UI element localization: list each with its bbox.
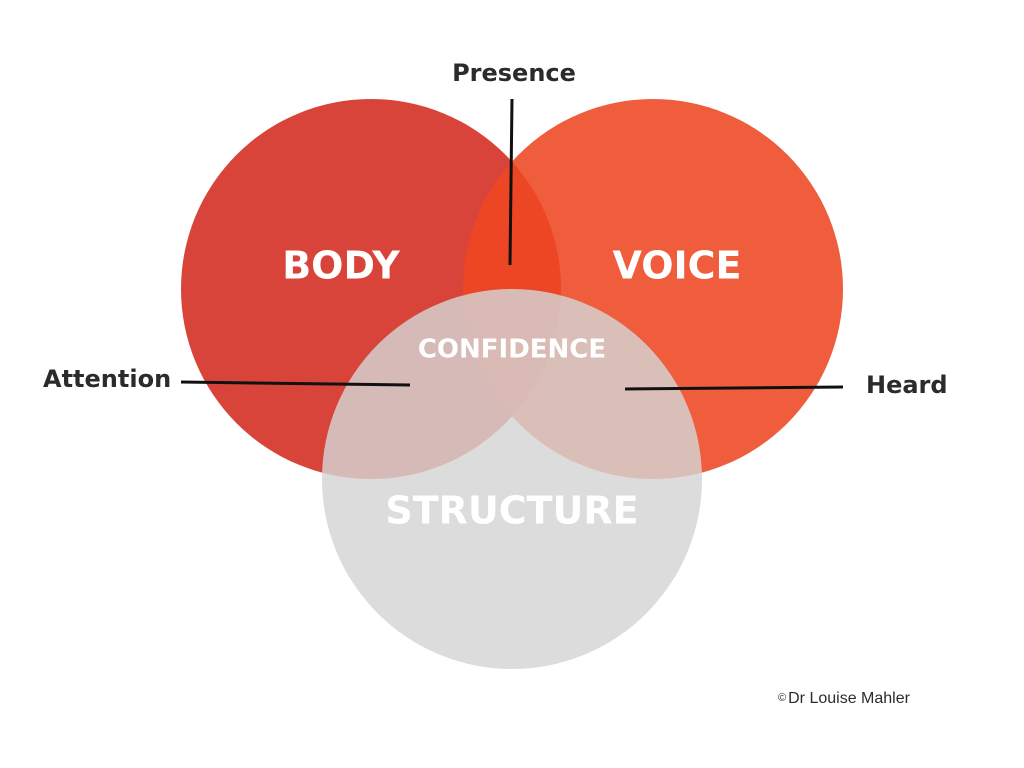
heard-callout: Heard [866,371,948,399]
heard-leader-line [624,385,844,391]
copyright-text: Dr Louise Mahler [788,690,910,707]
presence-leader-line [508,98,514,266]
confidence-label: CONFIDENCE [418,335,606,365]
copyright-symbol: © [778,692,787,704]
attention-callout: Attention [43,365,171,393]
structure-label: STRUCTURE [385,489,638,533]
attention-leader-line [180,380,411,387]
presence-callout: Presence [452,59,576,87]
body-label: BODY [282,244,400,288]
voice-label: VOICE [612,244,741,288]
structure-circle [322,289,702,669]
copyright-notice: ©Dr Louise Mahler [778,690,910,708]
